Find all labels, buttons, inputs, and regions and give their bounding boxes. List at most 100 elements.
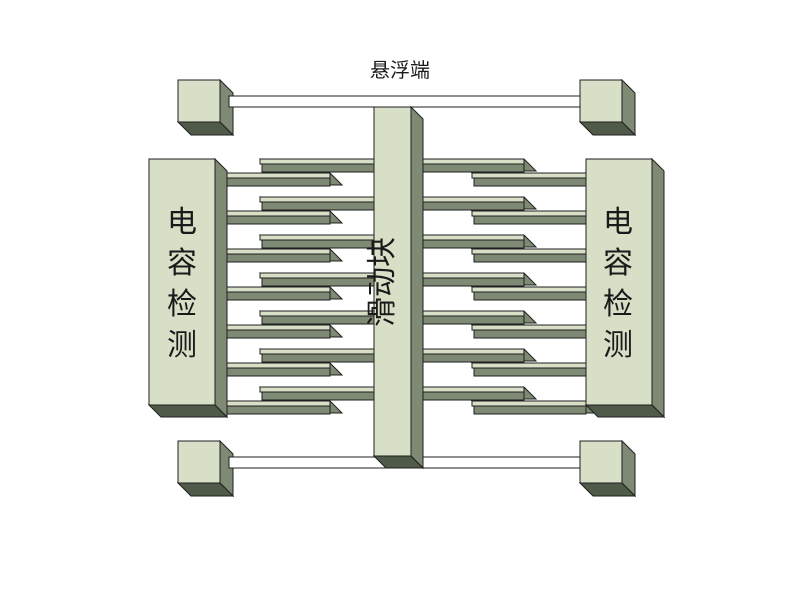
left-electrode-side [214,157,228,419]
slider-mass-face [373,106,412,457]
moving-finger-left-5-front [261,315,376,325]
left-electrode-face [148,158,216,406]
fixed-finger-right-2-top [471,210,587,217]
moving-finger-left-7-front [261,391,376,401]
moving-finger-left-4-top [259,272,376,279]
fixed-finger-left-3-top [215,248,331,255]
fixed-finger-left-3 [214,248,344,263]
fixed-finger-right-7-front [473,405,587,415]
beam-top [228,95,581,108]
moving-finger-right-6-top [409,348,525,355]
fixed-finger-right-3 [470,248,600,263]
anchor-top-left [176,78,235,137]
moving-finger-left-5-top [259,310,376,317]
suspension-end-label: 悬浮端 [370,58,430,82]
anchor-bottom-left [176,439,235,498]
moving-finger-left-6-front [261,353,376,363]
moving-finger-right-7-top [409,386,525,393]
fixed-finger-right-7 [470,400,600,415]
slider-label: 滑动块 [365,237,400,327]
fixed-finger-left-1 [214,172,344,187]
moving-finger-right-7 [408,386,538,401]
moving-finger-left-3-front [261,239,376,249]
fixed-finger-right-6 [470,362,600,377]
fixed-finger-left-1-front [217,177,331,187]
fixed-finger-right-1-top [471,172,587,179]
anchor-top-right [578,78,637,137]
fixed-finger-right-7-top [471,400,587,407]
fixed-finger-right-4-front [473,291,587,301]
fixed-finger-right-6-front [473,367,587,377]
left-electrode-label: 电 容 检 测 [167,205,197,363]
fixed-finger-left-6-front [217,367,331,377]
fixed-finger-right-5-front [473,329,587,339]
moving-finger-right-1-top [409,158,525,165]
moving-finger-right-4 [408,272,538,287]
moving-finger-right-4-top [409,272,525,279]
anchor-top-left-face [177,79,221,123]
left-electrode [147,157,229,419]
right-electrode-label: 电 容 检 测 [603,205,633,363]
fixed-finger-right-1 [470,172,600,187]
moving-finger-left-1-front [261,163,376,173]
moving-finger-right-6-front [411,353,525,363]
fixed-finger-left-6 [214,362,344,377]
left-label-char-4: 测 [167,328,197,363]
moving-finger-right-7-front [411,391,525,401]
moving-finger-left-2-top [259,196,376,203]
right-label-char-2: 容 [603,246,633,281]
fixed-finger-left-2-top [215,210,331,217]
fixed-finger-left-7 [214,400,344,415]
fixed-finger-right-2-front [473,215,587,225]
left-label-char-2: 容 [167,246,197,281]
fixed-finger-left-2 [214,210,344,225]
fixed-finger-left-1-top [215,172,331,179]
fixed-finger-right-3-front [473,253,587,263]
fixed-finger-left-7-front [217,405,331,415]
right-electrode-bottom [584,404,666,418]
right-label-char-3: 检 [603,287,633,322]
moving-finger-right-2 [408,196,538,211]
fixed-finger-left-5-front [217,329,331,339]
right-electrode-face [585,158,653,406]
left-electrode-bottom [147,404,229,418]
fixed-finger-right-2 [470,210,600,225]
anchors [176,78,637,498]
anchor-bottom-right [578,439,637,498]
left-label-char-3: 检 [167,287,197,322]
proof-mass-slider [372,105,425,470]
slider-mass [372,105,425,470]
moving-finger-right-1-front [411,163,525,173]
moving-finger-left-2-front [261,201,376,211]
moving-finger-right-2-top [409,196,525,203]
right-label-char-1: 电 [603,205,633,240]
slider-mass-side [410,105,424,470]
moving-finger-left-3 [258,234,389,249]
left-label-char-1: 电 [167,205,197,240]
moving-finger-left-6 [258,348,389,363]
moving-finger-right-2-front [411,201,525,211]
right-electrode-side [651,157,665,419]
comb-fingers [214,158,600,415]
capacitance-electrodes [147,157,666,419]
fixed-finger-right-6-top [471,362,587,369]
fixed-finger-right-5 [470,324,600,339]
fixed-finger-left-4-top [215,286,331,293]
moving-finger-left-2 [258,196,389,211]
fixed-finger-left-5 [214,324,344,339]
fixed-finger-left-5-top [215,324,331,331]
fixed-finger-left-3-front [217,253,331,263]
moving-finger-left-1-top [259,158,376,165]
moving-finger-right-4-front [411,277,525,287]
moving-finger-left-3-top [259,234,376,241]
moving-finger-right-1 [408,158,538,173]
moving-finger-right-5-front [411,315,525,325]
moving-finger-right-6 [408,348,538,363]
anchor-top-right-face [579,79,623,123]
fixed-finger-left-7-top [215,400,331,407]
fixed-finger-left-4-front [217,291,331,301]
moving-finger-left-4 [258,272,389,287]
anchor-bottom-right-face [579,440,623,484]
fixed-finger-left-4 [214,286,344,301]
